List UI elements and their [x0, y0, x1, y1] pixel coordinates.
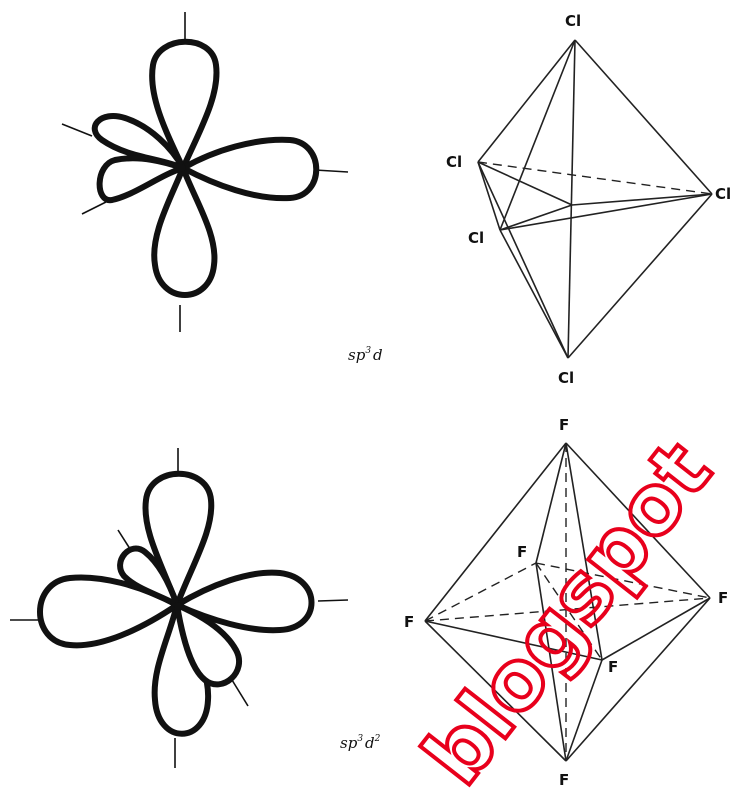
atom-label-equatorial-front: F	[608, 658, 618, 676]
axis-tick-right	[315, 170, 348, 172]
lobe-down	[154, 168, 214, 295]
sp3d-orbital-diagram	[62, 12, 348, 332]
hybridization-superscript: 2	[374, 734, 381, 744]
sp3d2-orbital-diagram	[10, 448, 348, 768]
atom-label-equatorial-right: F	[718, 589, 728, 607]
axis-tick-lower-right	[232, 680, 248, 706]
atom-label-axial-top: F	[559, 416, 569, 434]
axis-tick-upper-left	[62, 124, 92, 136]
atom-label-equatorial-back: F	[517, 543, 527, 561]
atom-label-axial-top: Cl	[565, 12, 581, 30]
atom-label-equatorial-front: Cl	[468, 229, 484, 247]
atom-label-axial-bottom: Cl	[558, 369, 574, 387]
trigonal-bipyramid: Cl Cl Cl Cl Cl	[446, 12, 731, 387]
atom-label-equatorial-right: Cl	[715, 185, 731, 203]
atom-label-equatorial-left: F	[404, 613, 414, 631]
lobe-right	[183, 140, 316, 198]
axis-tick-right	[318, 600, 348, 601]
axis-tick-lower-left	[82, 202, 106, 214]
atom-label-equatorial-back: Cl	[446, 153, 462, 171]
atom-label-axial-bottom: F	[559, 771, 569, 789]
watermark-text: blogspot	[406, 425, 730, 794]
